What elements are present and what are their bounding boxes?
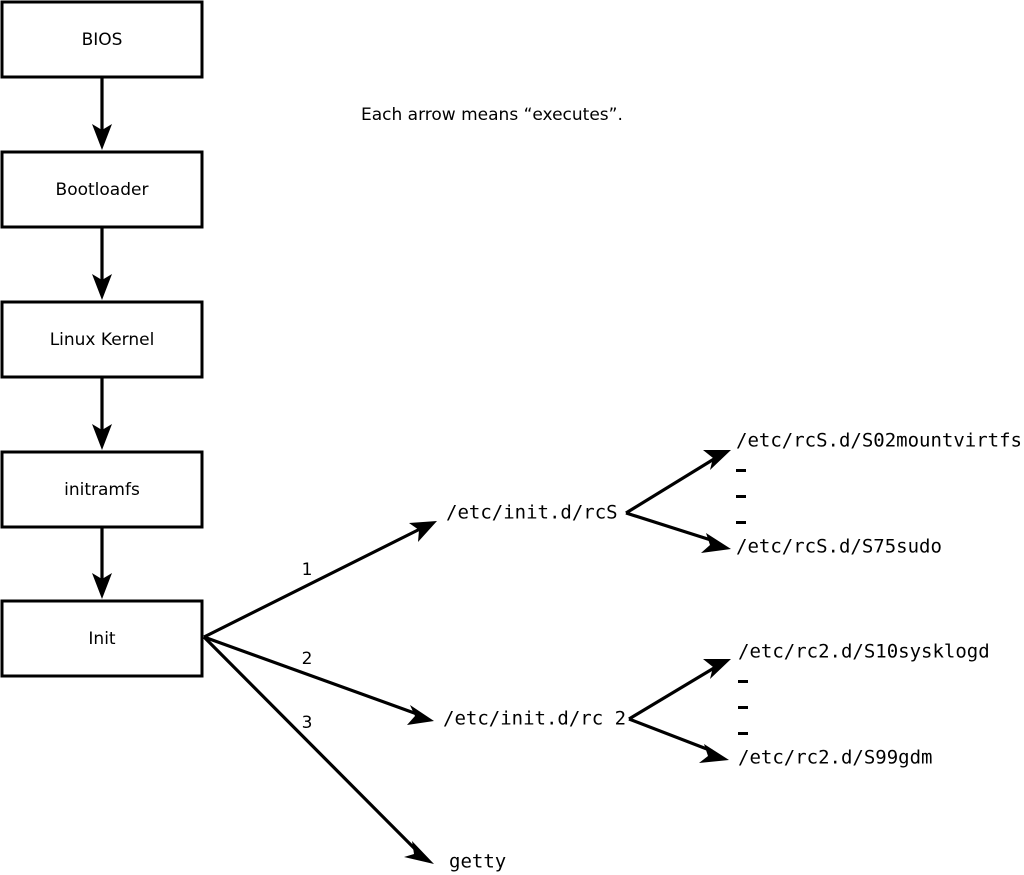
arrow-init-branch-2: 2 [203,635,434,725]
branch-number-2: 2 [302,649,313,669]
arrow-kernel-to-initramfs [92,377,112,450]
arrowhead-icon [407,705,434,725]
branch-number-3: 3 [302,713,313,733]
arrowhead-icon [701,533,731,553]
rcs-ellipsis-dash-2 [736,495,746,498]
node-initramfs-rect [0,450,204,529]
arrow-bios-to-bootloader [92,77,112,150]
rc2-ellipsis-dash-2 [738,706,748,709]
arrowhead-icon [699,744,729,763]
node-bios-label: BIOS [82,30,123,50]
node-init: Init [0,599,204,678]
branch-label-rc2: /etc/init.d/rc 2 [443,708,626,730]
arrow-initramfs-to-init [92,527,112,599]
node-linux-kernel: Linux Kernel [0,300,204,379]
arrowhead-down-icon [92,274,112,300]
rc2-ellipsis-dash-1 [738,680,748,683]
arrowhead-down-icon [92,573,112,599]
node-bios-rect [0,0,204,79]
rc2-script-first: /etc/rc2.d/S10sysklogd [738,641,990,663]
node-bootloader: Bootloader [0,150,204,229]
branch-label-rcs: /etc/init.d/rcS [446,502,618,524]
node-init-rect [0,599,204,678]
node-bootloader-rect [0,150,204,229]
rc2-script-last: /etc/rc2.d/S99gdm [738,747,932,769]
rcs-script-first: /etc/rcS.d/S02mountvirtfs [736,430,1022,452]
node-init-label: Init [88,629,116,649]
node-bootloader-label: Bootloader [56,180,149,200]
arrowhead-icon [703,659,731,679]
rcs-ellipsis-dash-1 [736,469,746,472]
arrow-rcs-to-last-script [625,511,731,553]
rcs-script-last: /etc/rcS.d/S75sudo [736,536,942,558]
rcs-ellipsis-dash-3 [736,521,746,524]
arrow-init-branch-1: 1 [203,521,437,639]
node-initramfs-label: initramfs [64,480,140,500]
arrowhead-icon [404,841,434,864]
rc2-ellipsis-dash-3 [738,732,748,735]
caption-text: Each arrow means “executes”. [361,105,623,125]
arrowhead-icon [703,450,731,470]
node-initramfs: initramfs [0,450,204,529]
arrow-rc2-to-last-script [628,717,729,763]
node-bios: BIOS [0,0,204,79]
node-linux-kernel-label: Linux Kernel [50,330,155,350]
arrowhead-down-icon [92,124,112,150]
arrow-init-branch-3: 3 [202,635,434,864]
branch-number-1: 1 [302,560,313,580]
arrowhead-down-icon [92,424,112,450]
arrow-rcs-to-first-script [625,450,731,515]
arrowhead-icon [409,521,437,542]
branch-label-getty: getty [449,851,506,873]
arrow-bootloader-to-kernel [92,227,112,300]
arrow-rc2-to-first-script [628,659,731,721]
